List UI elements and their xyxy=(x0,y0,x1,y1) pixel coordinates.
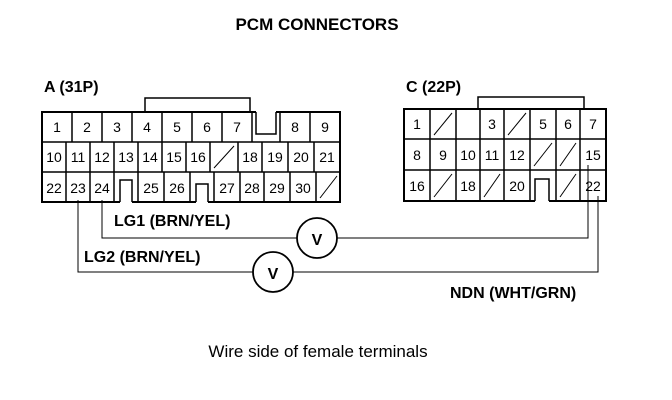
pin-a-1: 1 xyxy=(53,119,61,135)
pin-c-6: 6 xyxy=(564,116,572,132)
voltmeter-circle xyxy=(252,251,294,293)
pin-c-12: 12 xyxy=(509,147,525,163)
diagram-caption: Wire side of female terminals xyxy=(208,342,427,361)
pin-a-4: 4 xyxy=(143,119,151,135)
pin-a-26: 26 xyxy=(169,180,185,196)
pin-c-22: 22 xyxy=(585,178,601,194)
pin-a-12: 12 xyxy=(94,149,110,165)
pin-a-24: 24 xyxy=(94,180,110,196)
pin-a-10: 10 xyxy=(46,149,62,165)
diagram-title: PCM CONNECTORS xyxy=(235,15,398,34)
pin-c-15: 15 xyxy=(585,147,601,163)
pin-c-3: 3 xyxy=(488,116,496,132)
pin-c-11: 11 xyxy=(485,147,500,163)
pin-c-10: 10 xyxy=(460,147,476,163)
pin-a-15: 15 xyxy=(166,149,182,165)
pin-c-5: 5 xyxy=(539,116,547,132)
pin-c-9: 9 xyxy=(439,147,447,163)
pin-a-28: 28 xyxy=(244,180,260,196)
wire-ndn xyxy=(293,196,599,273)
wire-label-lg1: LG1 (BRN/YEL) xyxy=(114,213,230,230)
wire-label-ndn: NDN (WHT/GRN) xyxy=(450,285,576,302)
pin-a-13: 13 xyxy=(118,149,134,165)
voltmeter-2: V xyxy=(252,251,294,293)
pin-a-18: 18 xyxy=(242,149,258,165)
connector-c: 1 3 5 6 7 8 9 10 11 12 15 16 18 20 22 xyxy=(403,96,607,202)
pin-a-25: 25 xyxy=(143,180,159,196)
connector-c-label: C (22P) xyxy=(406,79,461,96)
pin-c-16: 16 xyxy=(409,178,425,194)
pin-c-1: 1 xyxy=(413,116,421,132)
voltmeter-circle xyxy=(296,217,338,259)
test-wiring xyxy=(77,165,599,273)
pin-a-6: 6 xyxy=(203,119,211,135)
wire-meter1-to-c15 xyxy=(337,165,589,239)
pin-a-3: 3 xyxy=(113,119,121,135)
pin-c-8: 8 xyxy=(413,147,421,163)
pin-a-22: 22 xyxy=(46,180,62,196)
pin-a-27: 27 xyxy=(219,180,235,196)
pin-c-20: 20 xyxy=(509,178,525,194)
pin-c-7: 7 xyxy=(589,116,597,132)
pin-a-30: 30 xyxy=(295,180,311,196)
connector-a-label: A (31P) xyxy=(44,79,99,96)
pin-a-14: 14 xyxy=(142,149,158,165)
voltmeter-symbol: V xyxy=(312,232,323,249)
pin-a-23: 23 xyxy=(70,180,86,196)
pin-a-29: 29 xyxy=(269,180,285,196)
pin-a-19: 19 xyxy=(267,149,283,165)
pin-a-11: 11 xyxy=(71,149,86,165)
wire-label-lg2: LG2 (BRN/YEL) xyxy=(84,249,200,266)
pin-a-16: 16 xyxy=(190,149,206,165)
pin-a-7: 7 xyxy=(233,119,241,135)
voltmeter-1: V xyxy=(296,217,338,259)
voltmeter-symbol: V xyxy=(268,266,279,283)
pin-a-9: 9 xyxy=(321,119,329,135)
wire-lg1 xyxy=(101,200,297,239)
pin-c-18: 18 xyxy=(460,178,476,194)
wire-lg2 xyxy=(77,200,253,273)
connector-a: 1 2 3 4 5 6 7 8 9 10 11 12 13 14 15 16 1… xyxy=(41,97,341,203)
pin-a-2: 2 xyxy=(83,119,91,135)
pin-a-8: 8 xyxy=(291,119,299,135)
pin-a-21: 21 xyxy=(319,149,335,165)
pin-a-5: 5 xyxy=(173,119,181,135)
pin-a-20: 20 xyxy=(293,149,309,165)
